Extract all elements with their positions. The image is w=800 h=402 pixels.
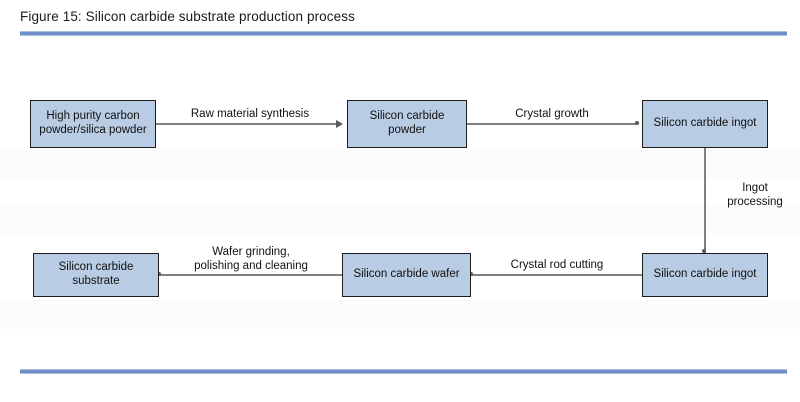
node-label: Silicon carbide powder <box>369 110 445 136</box>
node-silicon-carbide-ingot-bottom[interactable]: Silicon carbide ingot <box>642 253 768 297</box>
edge-label-wafer-grinding: Wafer grinding, polishing and cleaning <box>194 246 308 272</box>
edge-label-crystal-growth: Crystal growth <box>515 108 589 120</box>
node-silicon-carbide-substrate[interactable]: Silicon carbide substrate <box>33 253 159 297</box>
edge-connector-ingot-processing <box>704 148 706 253</box>
edge-connector-crystal-growth <box>467 123 637 125</box>
node-label: Silicon carbide wafer <box>353 268 460 281</box>
footer-divider <box>20 369 787 374</box>
edge-endpoint-dot <box>157 272 161 276</box>
edge-connector-raw-material-synthesis <box>156 123 338 125</box>
node-silicon-carbide-ingot-top[interactable]: Silicon carbide ingot <box>642 100 768 148</box>
edge-endpoint-dot <box>702 249 706 253</box>
edge-connector-crystal-rod-cutting <box>471 274 642 276</box>
edge-endpoint-dot <box>635 121 639 125</box>
edge-label-ingot-processing: Ingot processing <box>727 182 783 208</box>
figure-title: Figure 15: Silicon carbide substrate pro… <box>20 9 355 24</box>
background-band <box>0 300 800 329</box>
edge-label-crystal-rod-cutting: Crystal rod cutting <box>510 259 604 271</box>
header-divider <box>20 31 787 36</box>
node-label: Silicon carbide ingot <box>653 117 757 130</box>
edge-label-raw-material-synthesis: Raw material synthesis <box>190 108 310 120</box>
node-label: Silicon carbide ingot <box>653 268 757 281</box>
node-silicon-carbide-wafer[interactable]: Silicon carbide wafer <box>342 253 471 297</box>
node-label: Silicon carbide substrate <box>58 261 134 287</box>
node-silicon-carbide-powder[interactable]: Silicon carbide powder <box>347 100 467 148</box>
edge-endpoint-dot <box>469 272 473 276</box>
arrowhead-icon <box>336 120 343 128</box>
edge-connector-wafer-grinding <box>159 274 342 276</box>
background-band <box>0 150 800 179</box>
background-band <box>0 205 800 234</box>
node-label: High purity carbon powder/silica powder <box>39 110 147 136</box>
node-high-purity-carbon-powder[interactable]: High purity carbon powder/silica powder <box>30 100 156 148</box>
